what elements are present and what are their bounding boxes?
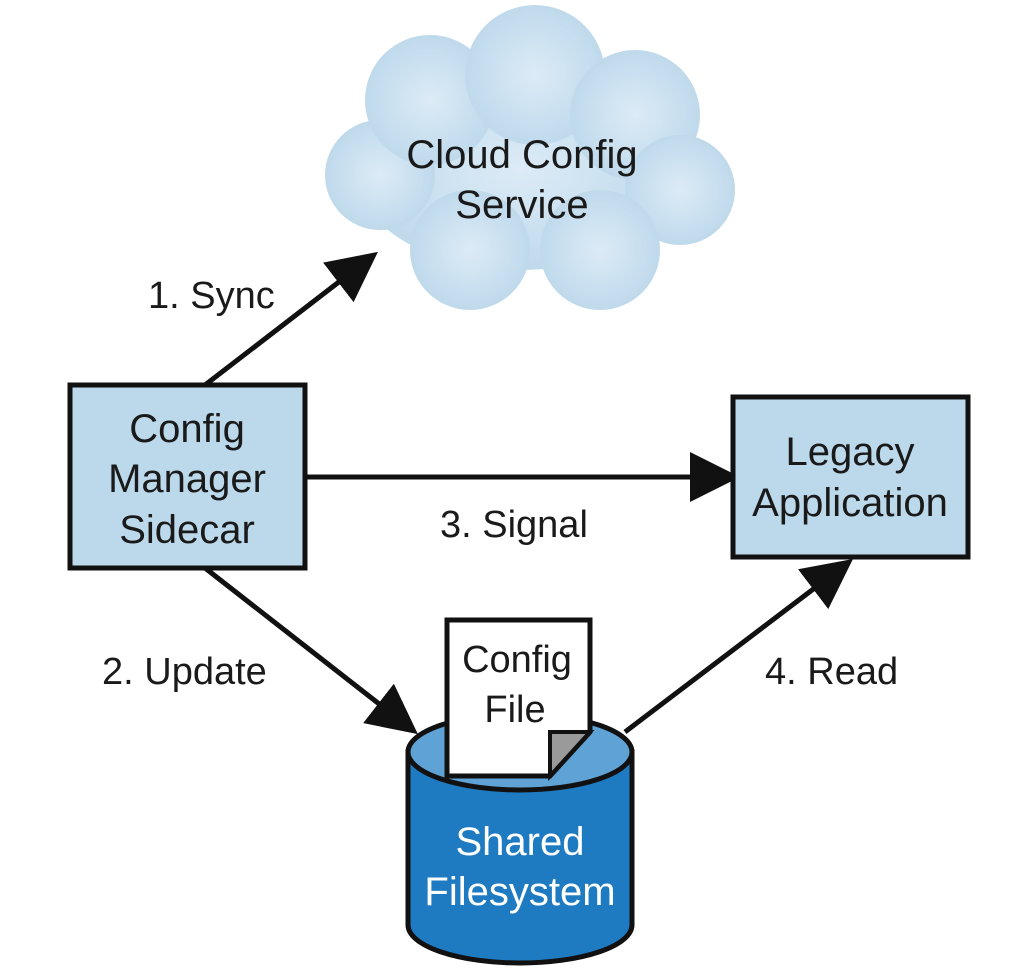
sidecar-label-line-3: Sidecar	[119, 508, 255, 552]
cloud-label-line-2: Service	[455, 183, 588, 227]
legacy-application-box: Legacy Application	[730, 394, 971, 560]
cylinder-body	[405, 749, 635, 966]
legacy-box-rect	[730, 394, 971, 560]
legacy-label-line-2: Application	[752, 481, 948, 525]
file-page-fold	[548, 730, 595, 782]
cloud-label-line-1: Cloud Config	[406, 133, 637, 177]
sidecar-label-line-2: Manager	[108, 457, 266, 501]
config-file-document: Config File	[444, 617, 595, 782]
read-label: 4. Read	[765, 651, 898, 693]
sync-label: 1. Sync	[148, 275, 275, 317]
signal-label: 3. Signal	[440, 504, 588, 546]
update-arrow	[203, 566, 418, 735]
read-arrow	[623, 558, 853, 734]
cloud-config-service: Cloud Config Service	[325, 5, 735, 310]
edges	[203, 251, 853, 735]
sidecar-label-line-1: Config	[129, 407, 245, 451]
file-label-line-1: Config	[462, 639, 572, 681]
filesystem-label-line-2: Filesystem	[424, 870, 615, 914]
config-manager-sidecar-box: Config Manager Sidecar	[67, 382, 308, 571]
file-label-line-2: File	[484, 689, 545, 731]
update-label: 2. Update	[102, 651, 267, 693]
legacy-label-line-1: Legacy	[786, 430, 915, 474]
filesystem-label-line-1: Shared	[456, 820, 585, 864]
sync-arrow	[203, 251, 378, 387]
sidecar-box-rect	[67, 382, 308, 571]
cloud-shape	[325, 5, 735, 310]
